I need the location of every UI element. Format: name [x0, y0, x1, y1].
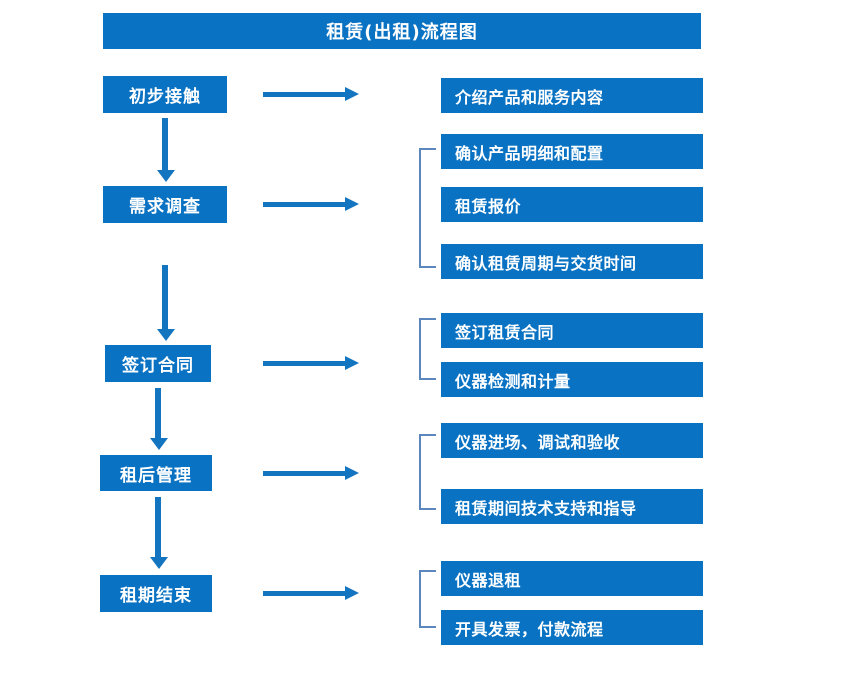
- bracket-connector-rental-end: [419, 570, 436, 628]
- down-arrow-icon-2: [157, 265, 175, 341]
- detail-box-instrument-return[interactable]: 仪器退租: [441, 561, 703, 596]
- bracket-connector-sign-contract: [419, 318, 436, 380]
- stage-box-sign-contract[interactable]: 签订合同: [105, 345, 211, 382]
- stage-box-rental-end[interactable]: 租期结束: [100, 575, 212, 612]
- bracket-connector-demand-survey: [419, 148, 436, 268]
- stage-box-initial-contact[interactable]: 初步接触: [103, 76, 227, 113]
- detail-box-instrument-entry-commissioning[interactable]: 仪器进场、调试和验收: [441, 423, 703, 458]
- detail-box-technical-support[interactable]: 租赁期间技术支持和指导: [441, 489, 703, 524]
- detail-box-confirm-product-details[interactable]: 确认产品明细和配置: [441, 134, 703, 169]
- page-title: 租赁(出租)流程图: [103, 13, 701, 49]
- detail-box-sign-rental-contract[interactable]: 签订租赁合同: [441, 313, 703, 348]
- stage-box-post-rental-management[interactable]: 租后管理: [100, 455, 212, 491]
- right-arrow-icon-3: [263, 355, 359, 371]
- stage-box-demand-survey[interactable]: 需求调查: [103, 186, 227, 223]
- detail-box-introduce-products[interactable]: 介绍产品和服务内容: [441, 78, 703, 113]
- right-arrow-icon-4: [263, 465, 359, 481]
- down-arrow-icon-4: [150, 497, 168, 569]
- right-arrow-icon-5: [263, 585, 359, 601]
- detail-box-confirm-period-delivery[interactable]: 确认租赁周期与交货时间: [441, 244, 703, 279]
- detail-box-rental-quotation[interactable]: 租赁报价: [441, 187, 703, 222]
- down-arrow-icon-1: [157, 118, 175, 182]
- bracket-connector-post-rental: [419, 434, 436, 510]
- detail-box-invoice-payment[interactable]: 开具发票，付款流程: [441, 610, 703, 645]
- right-arrow-icon-1: [263, 86, 359, 102]
- down-arrow-icon-3: [150, 388, 168, 450]
- right-arrow-icon-2: [263, 196, 359, 212]
- detail-box-instrument-inspection[interactable]: 仪器检测和计量: [441, 362, 703, 397]
